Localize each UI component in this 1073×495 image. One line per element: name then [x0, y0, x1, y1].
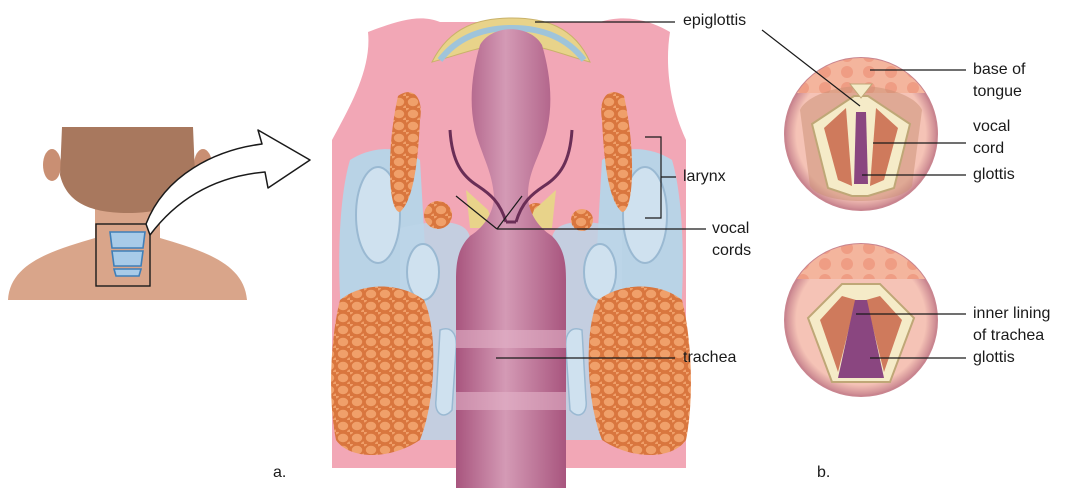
label-base-of-tongue-line2: tongue [973, 82, 1022, 101]
glottis-view-open [780, 55, 945, 210]
larynx-mini-icon [110, 232, 145, 276]
ear-left [43, 149, 61, 181]
label-trachea: trachea [683, 348, 736, 367]
label-vocal-cords-line2: cords [712, 241, 751, 260]
muscle-lower-left [331, 287, 433, 456]
label-glottis-bottom: glottis [973, 348, 1015, 367]
label-inner-lining-line2: of trachea [973, 326, 1044, 345]
label-base-of-tongue-line1: base of [973, 60, 1025, 79]
larynx-cross-section [331, 18, 691, 488]
label-epiglottis: epiglottis [683, 11, 746, 30]
label-vocal-cord-line1: vocal [973, 117, 1010, 136]
label-glottis-top: glottis [973, 165, 1015, 184]
caption-a: a. [273, 463, 286, 482]
trachea-tube [456, 29, 566, 488]
glottis-slit-open [854, 112, 868, 184]
label-vocal-cords-line1: vocal [712, 219, 749, 238]
muscle-lower-right [589, 287, 691, 456]
glottis-view-closed [780, 243, 945, 396]
label-inner-lining-line1: inner lining [973, 304, 1050, 323]
caption-b: b. [817, 463, 830, 482]
label-larynx: larynx [683, 167, 726, 186]
label-vocal-cord-line2: cord [973, 139, 1004, 158]
neck-illustration [8, 127, 310, 300]
